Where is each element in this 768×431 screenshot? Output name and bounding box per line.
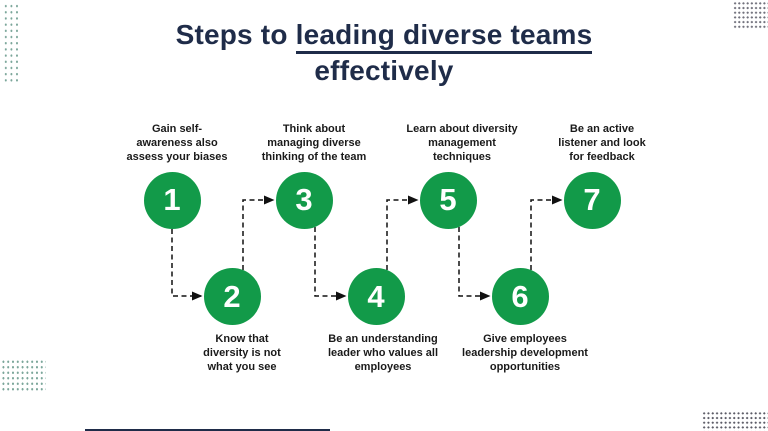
page-title: Steps to leading diverse teams effective… xyxy=(0,17,768,89)
step-label-4: Be an understanding leader who values al… xyxy=(327,333,439,373)
title-prefix: Steps to xyxy=(175,19,296,50)
step-circle-4: 4 xyxy=(347,268,405,325)
dot-grid-bottom-right xyxy=(702,411,768,431)
arrow-5-to-6 xyxy=(458,227,491,301)
step-label-3: Think about managing diverse thinking of… xyxy=(261,123,367,163)
dot-grid-bottom-left xyxy=(1,359,46,393)
dot-grid-top-left xyxy=(3,3,19,82)
step-circle-7: 7 xyxy=(563,171,621,229)
step-circle-6: 6 xyxy=(491,268,549,325)
arrow-4-to-5 xyxy=(386,195,419,270)
step-circle-2: 2 xyxy=(203,268,261,325)
step-circle-3: 3 xyxy=(275,171,333,229)
step-label-1: Gain self- awareness also assess your bi… xyxy=(126,123,228,163)
title-line-1: Steps to leading diverse teams xyxy=(0,17,768,54)
step-label-6: Give employees leadership development op… xyxy=(462,333,588,373)
step-label-5: Learn about diversity management techniq… xyxy=(406,123,518,163)
title-line-2: effectively xyxy=(314,55,454,86)
step-circle-5: 5 xyxy=(419,171,477,229)
dot-grid-top-right xyxy=(733,1,768,30)
step-label-2: Know that diversity is not what you see xyxy=(203,333,281,373)
arrow-2-to-3 xyxy=(242,195,275,270)
arrow-1-to-2 xyxy=(171,229,203,301)
step-label-7: Be an active listener and look for feedb… xyxy=(558,123,646,163)
bottom-accent-bar xyxy=(85,429,330,431)
arrow-3-to-4 xyxy=(314,227,347,301)
arrow-6-to-7 xyxy=(530,195,563,270)
step-circle-1: 1 xyxy=(143,171,201,229)
title-underlined-phrase: leading diverse teams xyxy=(295,19,593,54)
